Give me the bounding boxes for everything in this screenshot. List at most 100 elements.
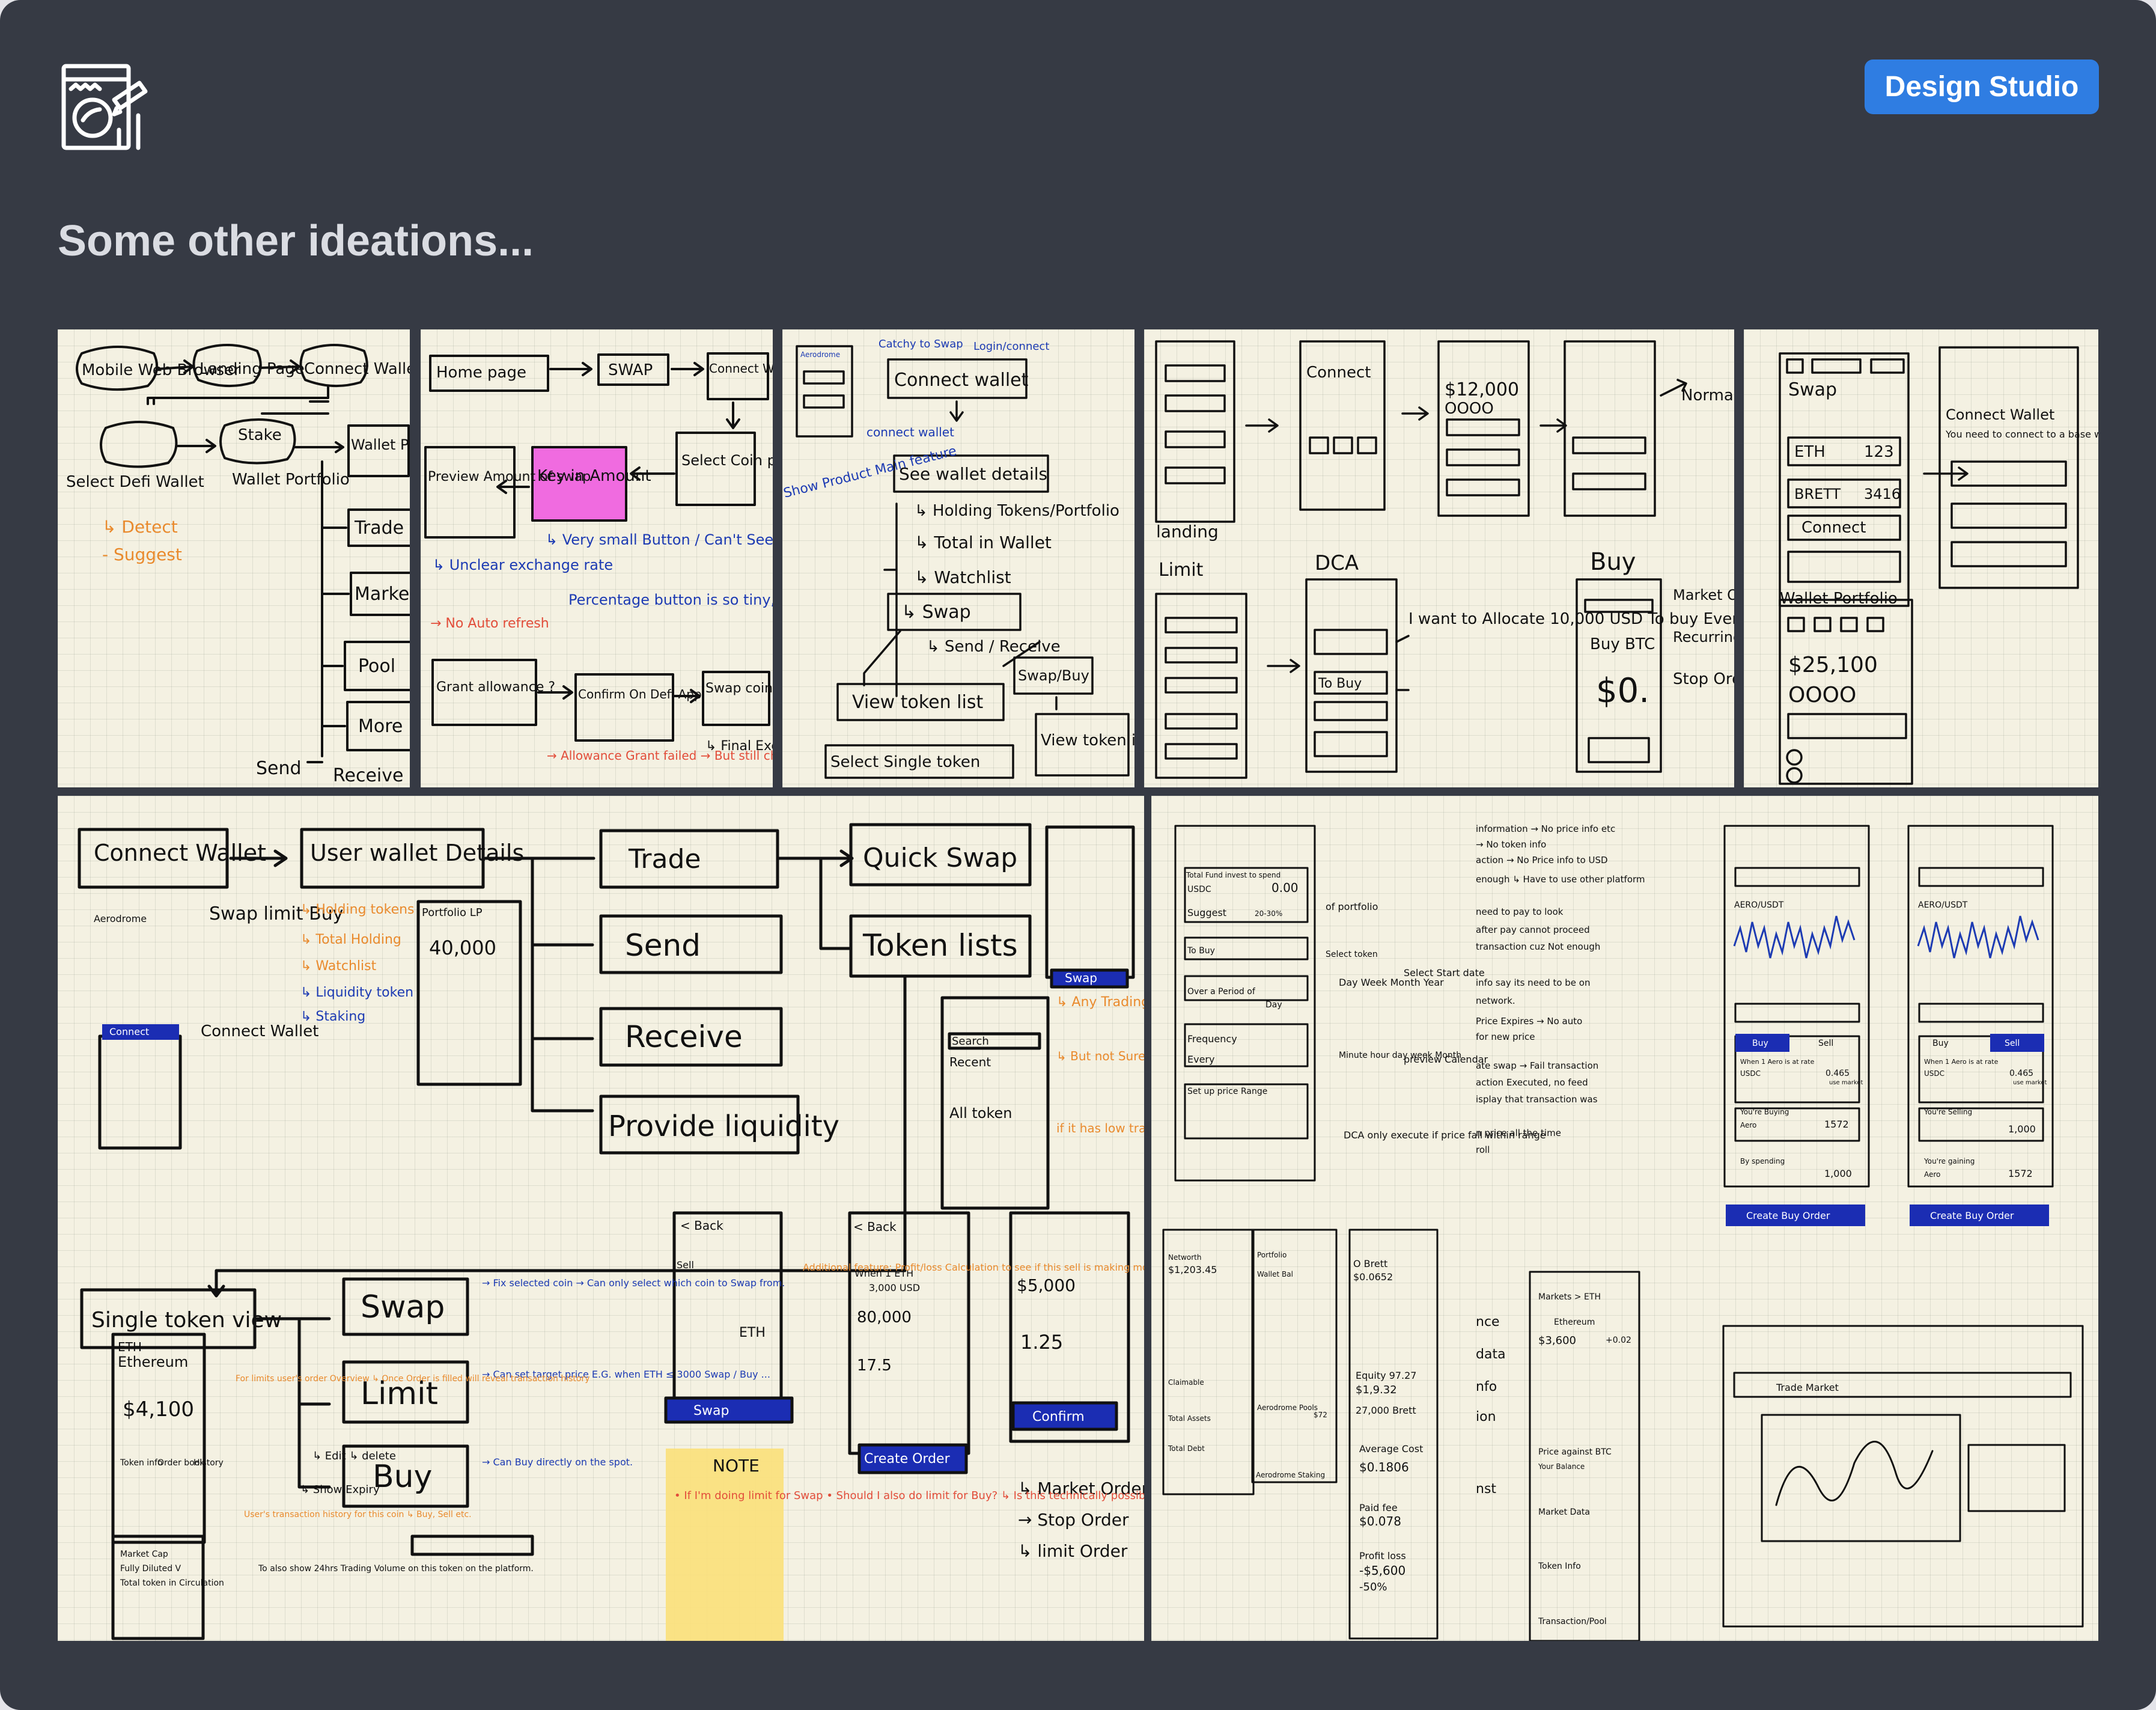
- portfolio-eth: ETH: [1794, 443, 1826, 461]
- cut-nfo: nfo: [1476, 1379, 1497, 1394]
- svg-text:for new price: for new price: [1476, 1031, 1535, 1042]
- pf-average-cost: Average Cost: [1359, 1443, 1423, 1455]
- mkt-ethereum: Ethereum: [1554, 1318, 1595, 1327]
- portfolio-dots: OOOO: [1788, 683, 1856, 707]
- pf-total-debt: Total Debt: [1168, 1444, 1205, 1453]
- limit-sell-tab-2[interactable]: Sell: [2005, 1039, 2020, 1048]
- swapflow-swap: SWAP: [608, 361, 653, 379]
- swapflow-final-execution: ↳ Final Execution: [705, 739, 773, 754]
- flow-landing-page: Landing Page: [199, 360, 305, 378]
- swapflow-allowance-failed: → Allowance Grant failed → But still cha…: [547, 748, 773, 763]
- main-single-token-view: Single token view: [91, 1308, 282, 1333]
- limit-usdc-1: USDC: [1740, 1069, 1761, 1078]
- pf-aerodrome-pools: Aerodrome Pools: [1257, 1403, 1318, 1412]
- main-buy-175: 17.5: [857, 1357, 892, 1375]
- limit-buy-tab-1[interactable]: Buy: [1752, 1039, 1768, 1048]
- limit-sell-tab-1[interactable]: Sell: [1818, 1039, 1833, 1048]
- main-portfolio-lp: Portfolio LP: [422, 906, 483, 919]
- main-token-info: Token info: [120, 1458, 163, 1468]
- order-dots: OOOO: [1445, 400, 1494, 418]
- mkt-market-data: Market Data: [1538, 1507, 1590, 1517]
- limit-aero-1: Aero: [1740, 1121, 1756, 1129]
- portfolio-connect-button: Connect: [1801, 519, 1866, 537]
- pf-pnl-pct: -50%: [1359, 1581, 1387, 1593]
- main-market-cap: Market Cap: [120, 1550, 168, 1559]
- order-stop-order: Stop Order: [1673, 670, 1734, 688]
- pf-paid-fee: Paid fee: [1359, 1502, 1398, 1513]
- pf-brett-qty: 27,000 Brett: [1356, 1405, 1416, 1416]
- sketch-dca-wireframes: Total Fund invest to spend USDC 0.00 Sug…: [1151, 796, 2098, 1641]
- feature-connect-wallet-note: connect wallet: [866, 425, 954, 439]
- main-all-token: All token: [949, 1105, 1013, 1122]
- sketch-swap-portfolio: Swap ETH 123 BRETT 3416 Connect Connect …: [1744, 329, 2098, 787]
- sketch-order-types: Connect $12,000 OOOO Normal Swap landing…: [1144, 329, 1734, 787]
- mkt-eth-price: $3,600: [1538, 1334, 1576, 1347]
- pf-average-cost-value: $0.1806: [1359, 1460, 1409, 1474]
- cut-data: data: [1476, 1347, 1506, 1362]
- main-market-order: ↳ Market Order: [1018, 1479, 1144, 1498]
- main-total-holding: ↳ Total Holding: [300, 932, 401, 947]
- limit-buying: You're Buying: [1740, 1108, 1789, 1116]
- pf-equity: Equity 97.27: [1356, 1370, 1416, 1381]
- dca-suggest: Suggest: [1187, 907, 1226, 918]
- sketch-swap-pain-points: Home page SWAP Connect Wallet Select Coi…: [421, 329, 773, 787]
- svg-text:information → No price info et: information → No price info etc: [1476, 823, 1615, 834]
- main-trade: Trade: [628, 844, 701, 875]
- mkt-transaction-pool: Transaction/Pool: [1538, 1617, 1607, 1626]
- portfolio-connect-wallet: Connect Wallet: [1946, 406, 2054, 423]
- svg-text:n price all the time: n price all the time: [1476, 1128, 1561, 1138]
- feature-view-token-info: View token info: [1041, 731, 1134, 750]
- swapflow-unclear-exchange: ↳ Unclear exchange rate: [433, 557, 613, 573]
- main-eth-short: ETH: [739, 1325, 766, 1340]
- cut-ion: ion: [1476, 1409, 1496, 1424]
- portfolio-brett: BRETT: [1794, 486, 1841, 502]
- feature-login-connect: Login/connect: [973, 340, 1049, 353]
- swapflow-select-coin-pairing: Select Coin pairing: [681, 452, 773, 469]
- limit-pair-2: AERO/USDT: [1918, 900, 1968, 910]
- limit-buy-tab-2[interactable]: Buy: [1932, 1039, 1949, 1048]
- limit-gaining: You're gaining: [1923, 1157, 1975, 1165]
- svg-text:enough ↳ Have to use other pla: enough ↳ Have to use other platform: [1476, 874, 1645, 885]
- order-landing: landing: [1156, 522, 1219, 542]
- feature-holding-tokens: ↳ Holding Tokens/Portfolio: [915, 502, 1119, 520]
- main-watchlist: ↳ Watchlist: [300, 959, 377, 974]
- main-usd-3000: 3,000 USD: [869, 1282, 920, 1293]
- main-eth-name: ETH: [118, 1340, 142, 1354]
- dca-portfolio: of portfolio: [1326, 901, 1378, 912]
- portfolio-connect-hint: You need to connect to a base wallet.: [1945, 429, 2098, 440]
- dca-set-up-price: Set up price Range: [1187, 1087, 1267, 1096]
- main-receive: Receive: [625, 1019, 743, 1054]
- main-recent: Recent: [949, 1055, 991, 1069]
- pf-brett: O Brett: [1353, 1258, 1387, 1269]
- pf-equity-value: $1,9.32: [1356, 1384, 1397, 1396]
- main-connect-wallet-note: Connect Wallet: [201, 1022, 318, 1040]
- dca-to-buy: To Buy: [1187, 946, 1215, 956]
- dca-dca-only: DCA only execute if price fall within ra…: [1344, 1129, 1546, 1141]
- dca-frequency: Frequency: [1187, 1033, 1237, 1045]
- pf-portfolio: Portfolio: [1257, 1251, 1287, 1259]
- main-send: Send: [625, 928, 701, 963]
- limit-selling-amount: 1,000: [2008, 1123, 2036, 1135]
- pf-wallet-bal: Wallet Bal: [1257, 1270, 1293, 1278]
- svg-text:action → No Price info to USD: action → No Price info to USD: [1476, 855, 1608, 866]
- flow-stake: Stake: [238, 426, 282, 444]
- mkt-eth-change: +0.02: [1606, 1336, 1631, 1345]
- portfolio-wallet-portfolio: Wallet Portfolio: [1780, 590, 1898, 608]
- main-order-book: Order book: [157, 1458, 205, 1468]
- swapflow-no-auto-refresh: → No Auto refresh: [430, 616, 549, 631]
- feature-send-receive: ↳ Send / Receive: [927, 638, 1061, 656]
- feature-connect-wallet: Connect wallet: [894, 370, 1029, 391]
- portfolio-balance: $25,100: [1788, 653, 1878, 677]
- main-total-tokens: Total token in Circulation: [120, 1578, 224, 1588]
- limit-create-buy-order-2[interactable]: Create Buy Order: [1930, 1210, 2014, 1221]
- limit-gaining-amount: 1572: [2008, 1168, 2033, 1179]
- limit-usdc-2: USDC: [1924, 1069, 1944, 1078]
- pf-paid-fee-value: $0.078: [1359, 1514, 1401, 1528]
- dca-select-start: Select Start date: [1404, 967, 1485, 979]
- dca-notes: information → No price info etc → No tok…: [1476, 823, 1645, 1155]
- main-back-1: < Back: [680, 1218, 723, 1233]
- feature-swap-buy: Swap/Buy: [1018, 667, 1089, 684]
- limit-create-buy-order-1[interactable]: Create Buy Order: [1746, 1210, 1830, 1221]
- main-holding-tokens: ↳ Holding tokens: [300, 902, 415, 917]
- feature-ae-label: Aerodrome: [800, 350, 840, 359]
